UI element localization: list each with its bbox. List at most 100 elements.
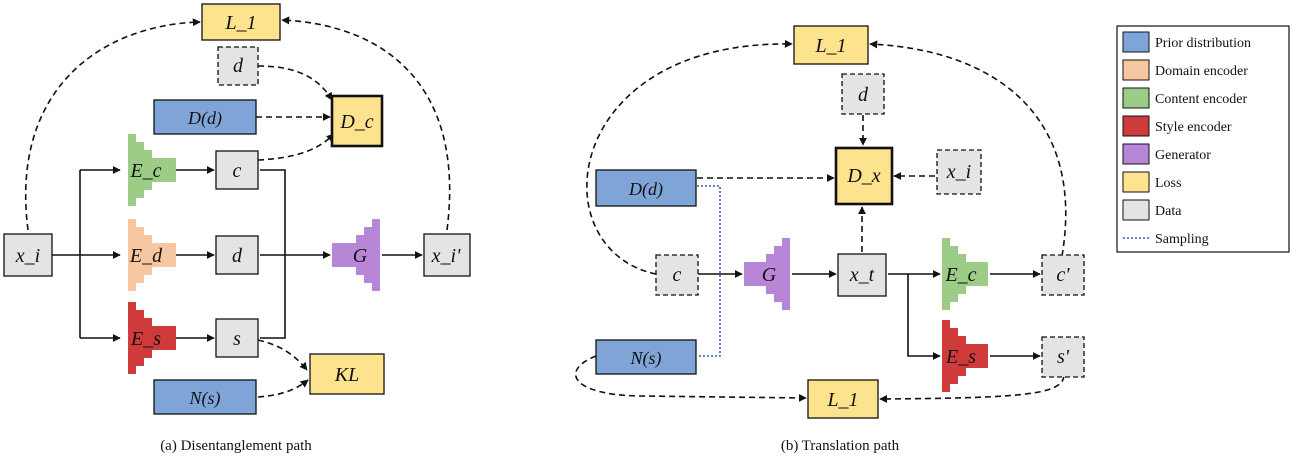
legend-label-content_encoder: Content encoder [1155, 92, 1247, 107]
svg-text:G: G [762, 264, 777, 286]
edge-s-to-kl [257, 339, 308, 371]
node-d-dashed-b: d [841, 73, 885, 115]
svg-text:c': c' [1056, 264, 1070, 286]
svg-text:D(d): D(d) [628, 179, 663, 200]
legend-label-domain_encoder: Domain encoder [1155, 64, 1248, 79]
svg-text:E_s: E_s [130, 328, 161, 350]
legend-swatch-data [1122, 199, 1150, 221]
edge-c-to-l1-top [586, 39, 793, 275]
node-s-a: s [215, 318, 259, 358]
edge-c-prime-to-l1-top [869, 40, 1067, 257]
svg-text:s: s [233, 328, 241, 350]
svg-text:L_1: L_1 [814, 35, 846, 57]
edge-priors-to-kl [257, 379, 309, 398]
encoder-ec-b: E_c [942, 238, 988, 310]
svg-text:E_c: E_c [944, 264, 976, 286]
edge-xi-to-l1 [24, 18, 201, 231]
node-xt: x_t [837, 253, 887, 297]
svg-text:E_c: E_c [129, 160, 161, 182]
edges-solid-a [52, 166, 423, 342]
svg-text:D_c: D_c [339, 111, 373, 133]
svg-text:c: c [233, 160, 242, 182]
legend-swatch-content_encoder [1122, 87, 1150, 109]
generator-b: G [744, 238, 790, 310]
svg-text:d: d [232, 245, 243, 267]
edge-s-prime-to-l1-bottom [879, 375, 1065, 403]
node-prior-d-b: D(d) [595, 169, 697, 207]
encoder-es-a: E_s [128, 302, 176, 374]
node-l1-a: L_1 [201, 3, 281, 41]
svg-text:D(d): D(d) [187, 108, 222, 129]
node-c-a: c [215, 150, 259, 190]
node-d-a: d [215, 235, 259, 275]
legend-swatch-domain_encoder [1122, 59, 1150, 81]
node-s-prime: s' [1041, 336, 1085, 378]
node-xi-b: x_i [936, 149, 982, 195]
edges-solid-b [698, 270, 1041, 360]
node-prior-s-b: N(s) [595, 339, 697, 375]
node-c-prime: c' [1041, 254, 1085, 296]
panel-a: L_1 d D(d) D_c x_i E_c E_d E_s [3, 3, 471, 454]
node-l1-top-b: L_1 [793, 25, 869, 65]
legend-item-content_encoder: Content encoder [1122, 87, 1247, 109]
svg-text:c: c [673, 264, 682, 286]
legend-label-sampling: Sampling [1155, 232, 1209, 247]
legend-item-generator: Generator [1122, 143, 1211, 165]
node-xi: x_i [3, 233, 53, 277]
svg-text:x_t: x_t [849, 264, 875, 286]
generator-a: G [332, 219, 380, 291]
legend-item-prior: Prior distribution [1122, 31, 1251, 53]
legend-label-style_encoder: Style encoder [1155, 120, 1232, 135]
node-dc: D_c [330, 94, 384, 148]
svg-text:E_d: E_d [129, 245, 163, 267]
legend-label-prior: Prior distribution [1155, 36, 1251, 51]
node-c-b: c [655, 254, 699, 296]
node-prior-d-a: D(d) [153, 99, 257, 135]
svg-text:N(s): N(s) [630, 348, 662, 369]
node-dx: D_x [834, 146, 894, 206]
legend-item-data: Data [1122, 199, 1182, 221]
svg-text:E_s: E_s [945, 346, 976, 368]
legend-label-generator: Generator [1155, 148, 1211, 163]
node-xi-prime: x_i' [423, 233, 471, 277]
svg-text:x_i: x_i [15, 245, 40, 267]
legend-swatch-prior [1122, 31, 1150, 53]
encoder-es-b: E_s [942, 320, 988, 392]
encoder-ec-a: E_c [128, 134, 176, 206]
legend-item-domain_encoder: Domain encoder [1122, 59, 1248, 81]
panel-b: L_1 d D_x x_i D(d) c G x_t [575, 25, 1085, 454]
svg-text:d: d [233, 55, 244, 77]
sampling-lines [697, 185, 721, 357]
legend-item-loss: Loss [1122, 171, 1181, 193]
node-kl: KL [309, 353, 385, 395]
legend-swatch-generator [1122, 143, 1150, 165]
svg-text:KL: KL [334, 364, 359, 386]
edge-xi-prime-to-l1 [281, 16, 451, 231]
svg-text:D_x: D_x [846, 165, 880, 187]
legend-item-sampling: Sampling [1123, 232, 1209, 247]
node-l1-bottom-b: L_1 [807, 379, 879, 419]
legend-label-loss: Loss [1155, 176, 1181, 191]
svg-text:N(s): N(s) [189, 388, 221, 409]
svg-text:d: d [858, 84, 869, 106]
legend-swatch-style_encoder [1122, 115, 1150, 137]
legend-label-data: Data [1155, 204, 1182, 219]
encoder-ed-a: E_d [128, 219, 176, 291]
svg-text:x_i: x_i [946, 161, 971, 183]
edge-priors-to-l1-bottom [575, 355, 807, 402]
legend-item-style_encoder: Style encoder [1122, 115, 1232, 137]
svg-text:G: G [353, 245, 368, 267]
caption-b: (b) Translation path [781, 438, 900, 454]
svg-text:L_1: L_1 [224, 12, 256, 34]
legend-swatch-loss [1122, 171, 1150, 193]
node-d-dashed-a: d [217, 46, 259, 86]
caption-a: (a) Disentanglement path [160, 438, 312, 454]
svg-text:L_1: L_1 [826, 389, 858, 411]
node-prior-s-a: N(s) [153, 379, 257, 415]
svg-text:s': s' [1057, 346, 1070, 368]
svg-text:x_i': x_i' [431, 245, 461, 267]
edge-d-to-dc [257, 65, 333, 101]
edge-c-to-dc [257, 133, 335, 161]
